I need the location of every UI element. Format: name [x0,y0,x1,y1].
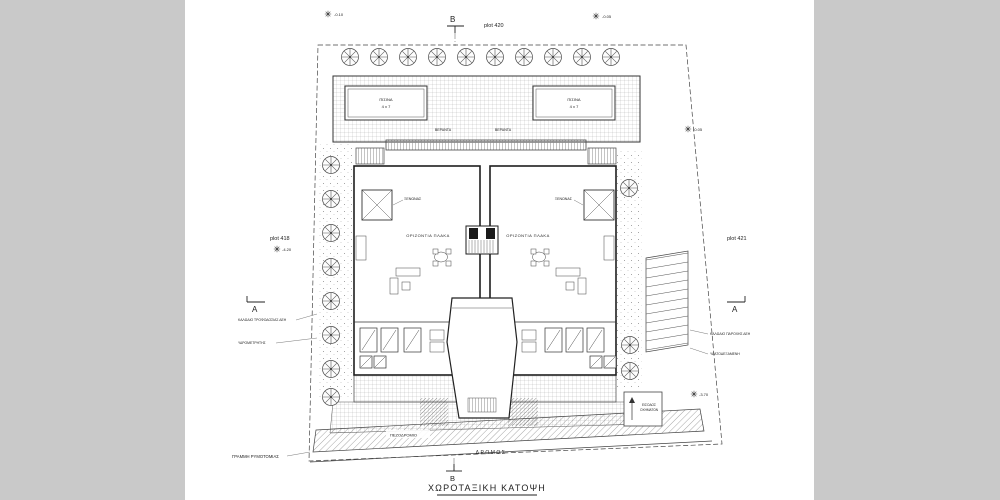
elevation-right: -0.05 [693,127,703,132]
stair-core [465,225,499,255]
elevation-bottom-right: -3.70 [699,392,709,397]
section-marker-a-right: Α [727,296,746,314]
setback-label: ΓΡΑΜΜΗ ΡΥΜΟΤΟΜΙΑΣ [232,454,279,459]
slab-label-right: ΟΡΙΖΟΝΤΙΑ ΠΛΑΚΑ [506,233,550,238]
pool-right-label: ΠΙΣΙΝΑ [567,97,580,102]
furniture-left [355,235,452,353]
plot-label-left: plot 418 [270,236,290,242]
elevation-left: -4.20 [282,247,292,252]
entry-note-line2: ΟΧΗΜΑΤΩΝ [640,408,659,412]
note-right-2: ΥΔΑΤΟΔΕΞΑΜΕΝΗ [710,352,740,356]
svg-text:Α: Α [252,305,258,314]
pool-left-label: ΠΙΣΙΝΑ [379,97,392,102]
note-left-1: ΚΑΛΩΔΙΟ ΤΡΟΦΟΔΟΣΙΑΣ ΔΕΗ [238,318,287,322]
plot-label-top: plot 420 [484,23,504,29]
vehicle-entry-box: ΕΙΣΟΔΟΣ ΟΧΗΜΑΤΩΝ [623,391,663,427]
sidewalk-label: ΠΕΖΟΔΡΟΜΙΟ [390,433,417,438]
note-left-2: ΥΔΡΟΜΕΤΡΗΤΗΣ [238,341,266,345]
entry-hatch-left [420,398,448,426]
road-edge [309,440,713,463]
drawing-title-block: ΧΩΡΟΤΑΞΙΚΗ ΚΑΤΟΨΗ [428,483,546,496]
guest-leader-right [573,199,584,206]
veranda-right-label: ΒΕΡΑΝΤΑ [495,128,512,132]
elevation-top-left: -0.10 [334,12,344,17]
sidewalk-band [312,408,705,453]
svg-text:Β: Β [450,15,455,24]
property-boundary [308,44,723,462]
section-marker-b-top: Β [447,15,464,46]
pool-left-size: 4 x 7 [382,104,391,109]
road-label: ΔΡΟΜΟΣ [476,450,507,456]
section-marker-a-left: Α [246,296,265,314]
plot-label-right: plot 421 [727,236,747,242]
slab-label-left: ΟΡΙΖΟΝΤΙΑ ΠΛΑΚΑ [406,233,450,238]
setback-leader [286,451,311,457]
elevation-markers: -0.10 -0.05 -0.05 -3.70 -4.20 [273,10,709,398]
steps-right [587,147,617,165]
sidewalk-label-bg [386,430,430,438]
guest-label-left: ΞΕΝΩΝΑΣ [404,197,422,201]
entrance-structure [446,297,518,419]
annotation-notes: ΚΑΛΩΔΙΟ ΤΡΟΦΟΔΟΣΙΑΣ ΔΕΗ ΥΔΡΟΜΕΤΡΗΤΗΣ ΚΑΛ… [238,313,751,356]
section-marker-b-bottom: Β [446,458,462,483]
furniture-right [521,235,615,353]
right-gray-panel [814,0,1000,500]
bedroom-left [359,327,422,369]
svg-text:Β: Β [450,474,455,483]
guest-leader-left [392,199,404,206]
entry-note-line1: ΕΙΣΟΔΟΣ [642,403,656,407]
left-gray-panel [0,0,185,500]
svg-text:Α: Α [732,305,738,314]
house-left [353,165,481,376]
pool-left: ΠΙΣΙΝΑ 4 x 7 [344,85,428,121]
elevation-top-right: -0.05 [602,14,612,19]
veranda-left-label: ΒΕΡΑΝΤΑ [435,128,452,132]
bedroom-right [544,327,617,369]
note-right-1: ΚΑΛΩΔΙΟ ΠΑΡΟΧΗΣ ΔΕΗ [710,332,751,336]
pool-right: ΠΙΣΙΝΑ 4 x 7 [532,85,616,121]
drawing-title: ΧΩΡΟΤΑΞΙΚΗ ΚΑΤΟΨΗ [428,483,546,493]
guest-label-right: ΞΕΝΩΝΑΣ [555,197,573,201]
steps-left [355,147,385,165]
terraced-ramp [645,250,689,353]
pool-right-size: 4 x 7 [570,104,579,109]
pergola [385,139,587,151]
